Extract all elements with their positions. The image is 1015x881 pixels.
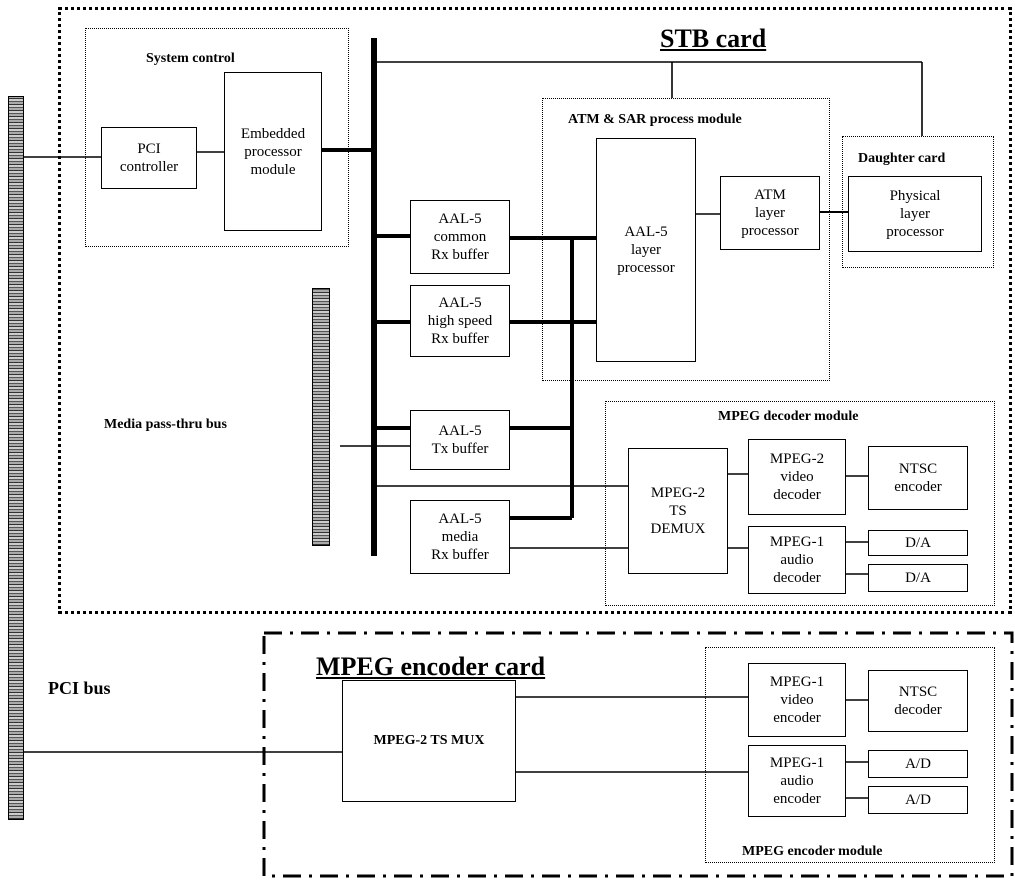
pci-controller-block: PCI controller — [101, 127, 197, 189]
mpeg2-video-decoder-block: MPEG-2 video decoder — [748, 439, 846, 515]
da-converter-2-block: D/A — [868, 564, 968, 592]
da-converter-1-block: D/A — [868, 530, 968, 556]
system-control-label: System control — [146, 51, 235, 66]
ntsc-encoder-block: NTSC encoder — [868, 446, 968, 510]
mpeg1-audio-encoder-block: MPEG-1 audio encoder — [748, 745, 846, 817]
media-pass-thru-bus-label: Media pass-thru bus — [104, 417, 227, 432]
daughter-card-label: Daughter card — [858, 151, 946, 166]
pci-bus-label: PCI bus — [48, 678, 111, 698]
mpeg1-audio-decoder-block: MPEG-1 audio decoder — [748, 526, 846, 594]
aal5-media-rx-buffer-block: AAL-5 media Rx buffer — [410, 500, 510, 574]
mpeg-encoder-label: MPEG encoder module — [742, 844, 883, 859]
mpeg2-ts-demux-block: MPEG-2 TS DEMUX — [628, 448, 728, 574]
stb-card-title: STB card — [660, 24, 767, 53]
media-pass-thru-bus-bar — [312, 288, 330, 546]
system-control-module — [85, 28, 349, 247]
ad-converter-1-block: A/D — [868, 750, 968, 778]
mpeg1-video-encoder-block: MPEG-1 video encoder — [748, 663, 846, 737]
mpeg-decoder-label: MPEG decoder module — [718, 409, 859, 424]
stb-card-border — [58, 7, 1012, 614]
aal5-common-rx-buffer-block: AAL-5 common Rx buffer — [410, 200, 510, 274]
embedded-processor-block: Embedded processor module — [224, 72, 322, 231]
mpeg-encoder-module — [705, 647, 995, 863]
ntsc-decoder-block: NTSC decoder — [868, 670, 968, 732]
mpeg-decoder-module — [605, 401, 995, 606]
aal5-high-speed-rx-buffer-block: AAL-5 high speed Rx buffer — [410, 285, 510, 357]
aal5-layer-processor-block: AAL-5 layer processor — [596, 138, 696, 362]
pci-bus-bar — [8, 96, 24, 820]
atm-sar-label: ATM & SAR process module — [568, 112, 742, 127]
ad-converter-2-block: A/D — [868, 786, 968, 814]
encoder-card-title: MPEG encoder card — [316, 652, 546, 681]
physical-layer-processor-block: Physical layer processor — [848, 176, 982, 252]
mpeg2-ts-mux-block: MPEG-2 TS MUX — [342, 680, 516, 802]
daughter-card-module — [842, 136, 994, 268]
aal5-tx-buffer-block: AAL-5 Tx buffer — [410, 410, 510, 470]
encoder-card-border — [262, 631, 1014, 878]
atm-layer-processor-block: ATM layer processor — [720, 176, 820, 250]
atm-sar-module — [542, 98, 830, 381]
